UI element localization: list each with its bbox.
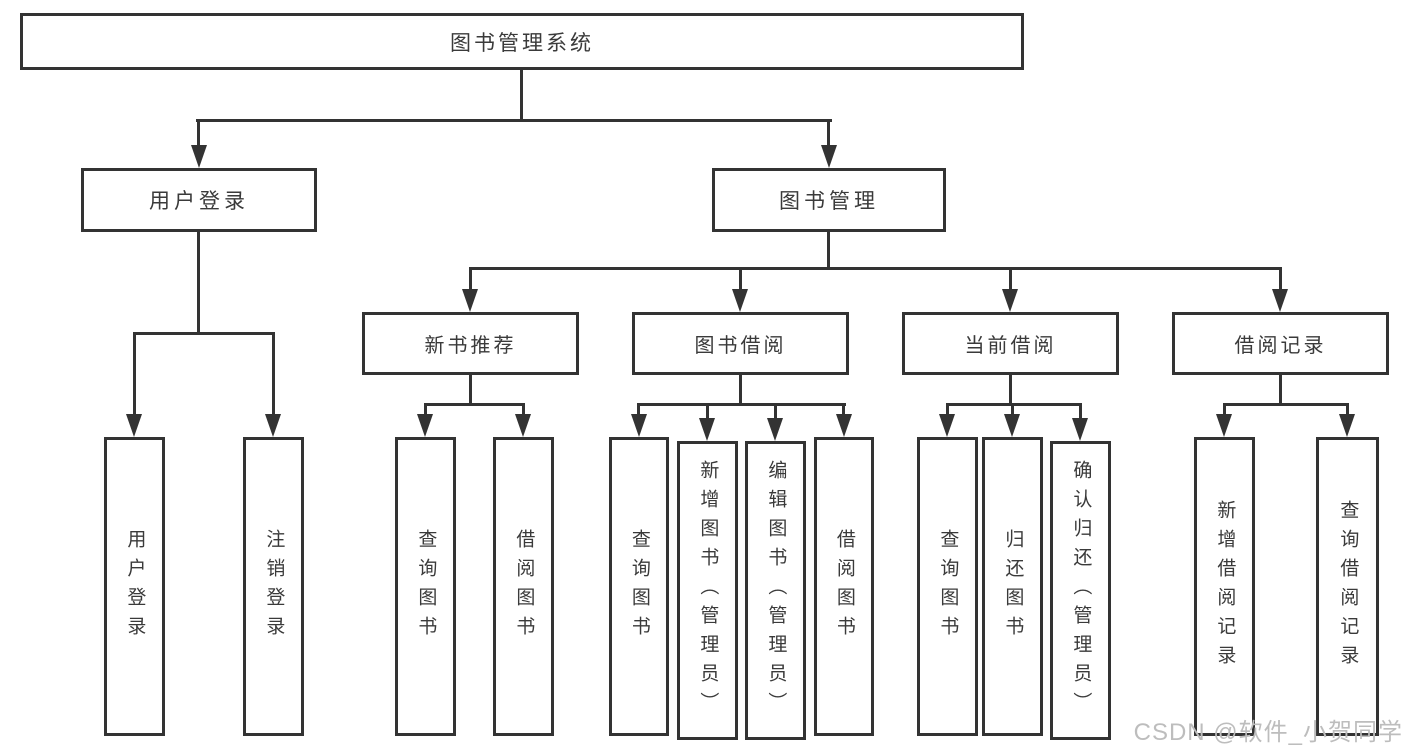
connector-stem <box>842 403 845 416</box>
connector-stem <box>1009 267 1012 291</box>
watermark: CSDN @软件_小贺同学 <box>1133 719 1403 746</box>
connector-stem <box>946 403 949 416</box>
arrow-down-icon <box>1002 289 1018 312</box>
connector-stem <box>1223 403 1226 416</box>
leaf-label: 新增借阅记录 <box>1214 499 1236 674</box>
connector-stem <box>706 403 709 420</box>
arrow-down-icon <box>126 414 142 437</box>
connector-stem <box>739 267 742 291</box>
connector-vline <box>827 232 830 270</box>
leaf-label: 确认归还（管理员） <box>1070 460 1092 721</box>
leaf-label: 借阅图书 <box>833 528 855 645</box>
leaf-query-books-current: 查询图书 <box>917 437 978 736</box>
leaf-label: 查询图书 <box>415 528 437 645</box>
leaf-label: 用户登录 <box>124 528 146 645</box>
connector-stem <box>1346 403 1349 416</box>
arrow-down-icon <box>515 414 531 437</box>
connector-vline <box>469 375 472 406</box>
arrow-down-icon <box>732 289 748 312</box>
leaf-borrow-books-borrow: 借阅图书 <box>814 437 874 736</box>
arrow-down-icon <box>1339 414 1355 437</box>
arrow-down-icon <box>836 414 852 437</box>
leaf-query-books-recommend: 查询图书 <box>395 437 456 736</box>
leaf-label: 查询图书 <box>937 528 959 645</box>
connector-vline <box>739 375 742 406</box>
connector-stem <box>133 332 136 416</box>
leaf-query-borrow-record: 查询借阅记录 <box>1316 437 1379 736</box>
connector-hline <box>637 403 846 406</box>
connector-stem <box>272 332 275 416</box>
connector-vline <box>1009 375 1012 406</box>
connector-stem <box>1279 267 1282 291</box>
arrow-down-icon <box>1004 414 1020 437</box>
connector-stem <box>522 403 525 416</box>
leaf-add-borrow-record: 新增借阅记录 <box>1194 437 1255 736</box>
connector-hline <box>469 267 1282 270</box>
connector-vline <box>1279 375 1282 406</box>
arrow-down-icon <box>265 414 281 437</box>
arrow-down-icon <box>631 414 647 437</box>
connector-hline <box>946 403 1082 406</box>
connector-stem <box>1079 403 1082 420</box>
connector-stem <box>637 403 640 416</box>
connector-stem <box>424 403 427 416</box>
leaf-label: 查询借阅记录 <box>1337 499 1359 674</box>
leaf-label: 新增图书（管理员） <box>697 460 719 721</box>
arrow-down-icon <box>191 145 207 168</box>
leaf-borrow-books-recommend: 借阅图书 <box>493 437 554 736</box>
node-book-borrow: 图书借阅 <box>632 312 849 375</box>
leaf-return-books: 归还图书 <box>982 437 1043 736</box>
connector-stem <box>1011 403 1014 416</box>
arrow-down-icon <box>462 289 478 312</box>
node-book-management: 图书管理 <box>712 168 946 232</box>
connector-vline <box>520 70 523 122</box>
node-borrow-record: 借阅记录 <box>1172 312 1389 375</box>
arrow-down-icon <box>821 145 837 168</box>
leaf-confirm-return-admin: 确认归还（管理员） <box>1050 441 1111 740</box>
connector-stem <box>197 119 200 147</box>
connector-hline <box>424 403 525 406</box>
arrow-down-icon <box>1216 414 1232 437</box>
leaf-label: 归还图书 <box>1002 528 1024 645</box>
leaf-label: 查询图书 <box>628 528 650 645</box>
node-user-login: 用户登录 <box>81 168 317 232</box>
arrow-down-icon <box>939 414 955 437</box>
connector-hline <box>1223 403 1349 406</box>
arrow-down-icon <box>1272 289 1288 312</box>
leaf-label: 借阅图书 <box>513 528 535 645</box>
arrow-down-icon <box>417 414 433 437</box>
connector-vline <box>197 232 200 335</box>
connector-stem <box>774 403 777 420</box>
connector-hline <box>133 332 275 335</box>
leaf-query-books-borrow: 查询图书 <box>609 437 669 736</box>
connector-hline <box>196 119 832 122</box>
leaf-add-books-admin: 新增图书（管理员） <box>677 441 738 740</box>
node-new-book-recommend: 新书推荐 <box>362 312 579 375</box>
node-current-borrow: 当前借阅 <box>902 312 1119 375</box>
leaf-edit-books-admin: 编辑图书（管理员） <box>745 441 806 740</box>
arrow-down-icon <box>1072 418 1088 441</box>
connector-stem <box>469 267 472 291</box>
arrow-down-icon <box>767 418 783 441</box>
node-root: 图书管理系统 <box>20 13 1024 70</box>
arrow-down-icon <box>699 418 715 441</box>
leaf-user-login: 用户登录 <box>104 437 165 736</box>
connector-stem <box>827 119 830 147</box>
leaf-logout: 注销登录 <box>243 437 304 736</box>
leaf-label: 编辑图书（管理员） <box>765 460 787 721</box>
leaf-label: 注销登录 <box>263 528 285 645</box>
